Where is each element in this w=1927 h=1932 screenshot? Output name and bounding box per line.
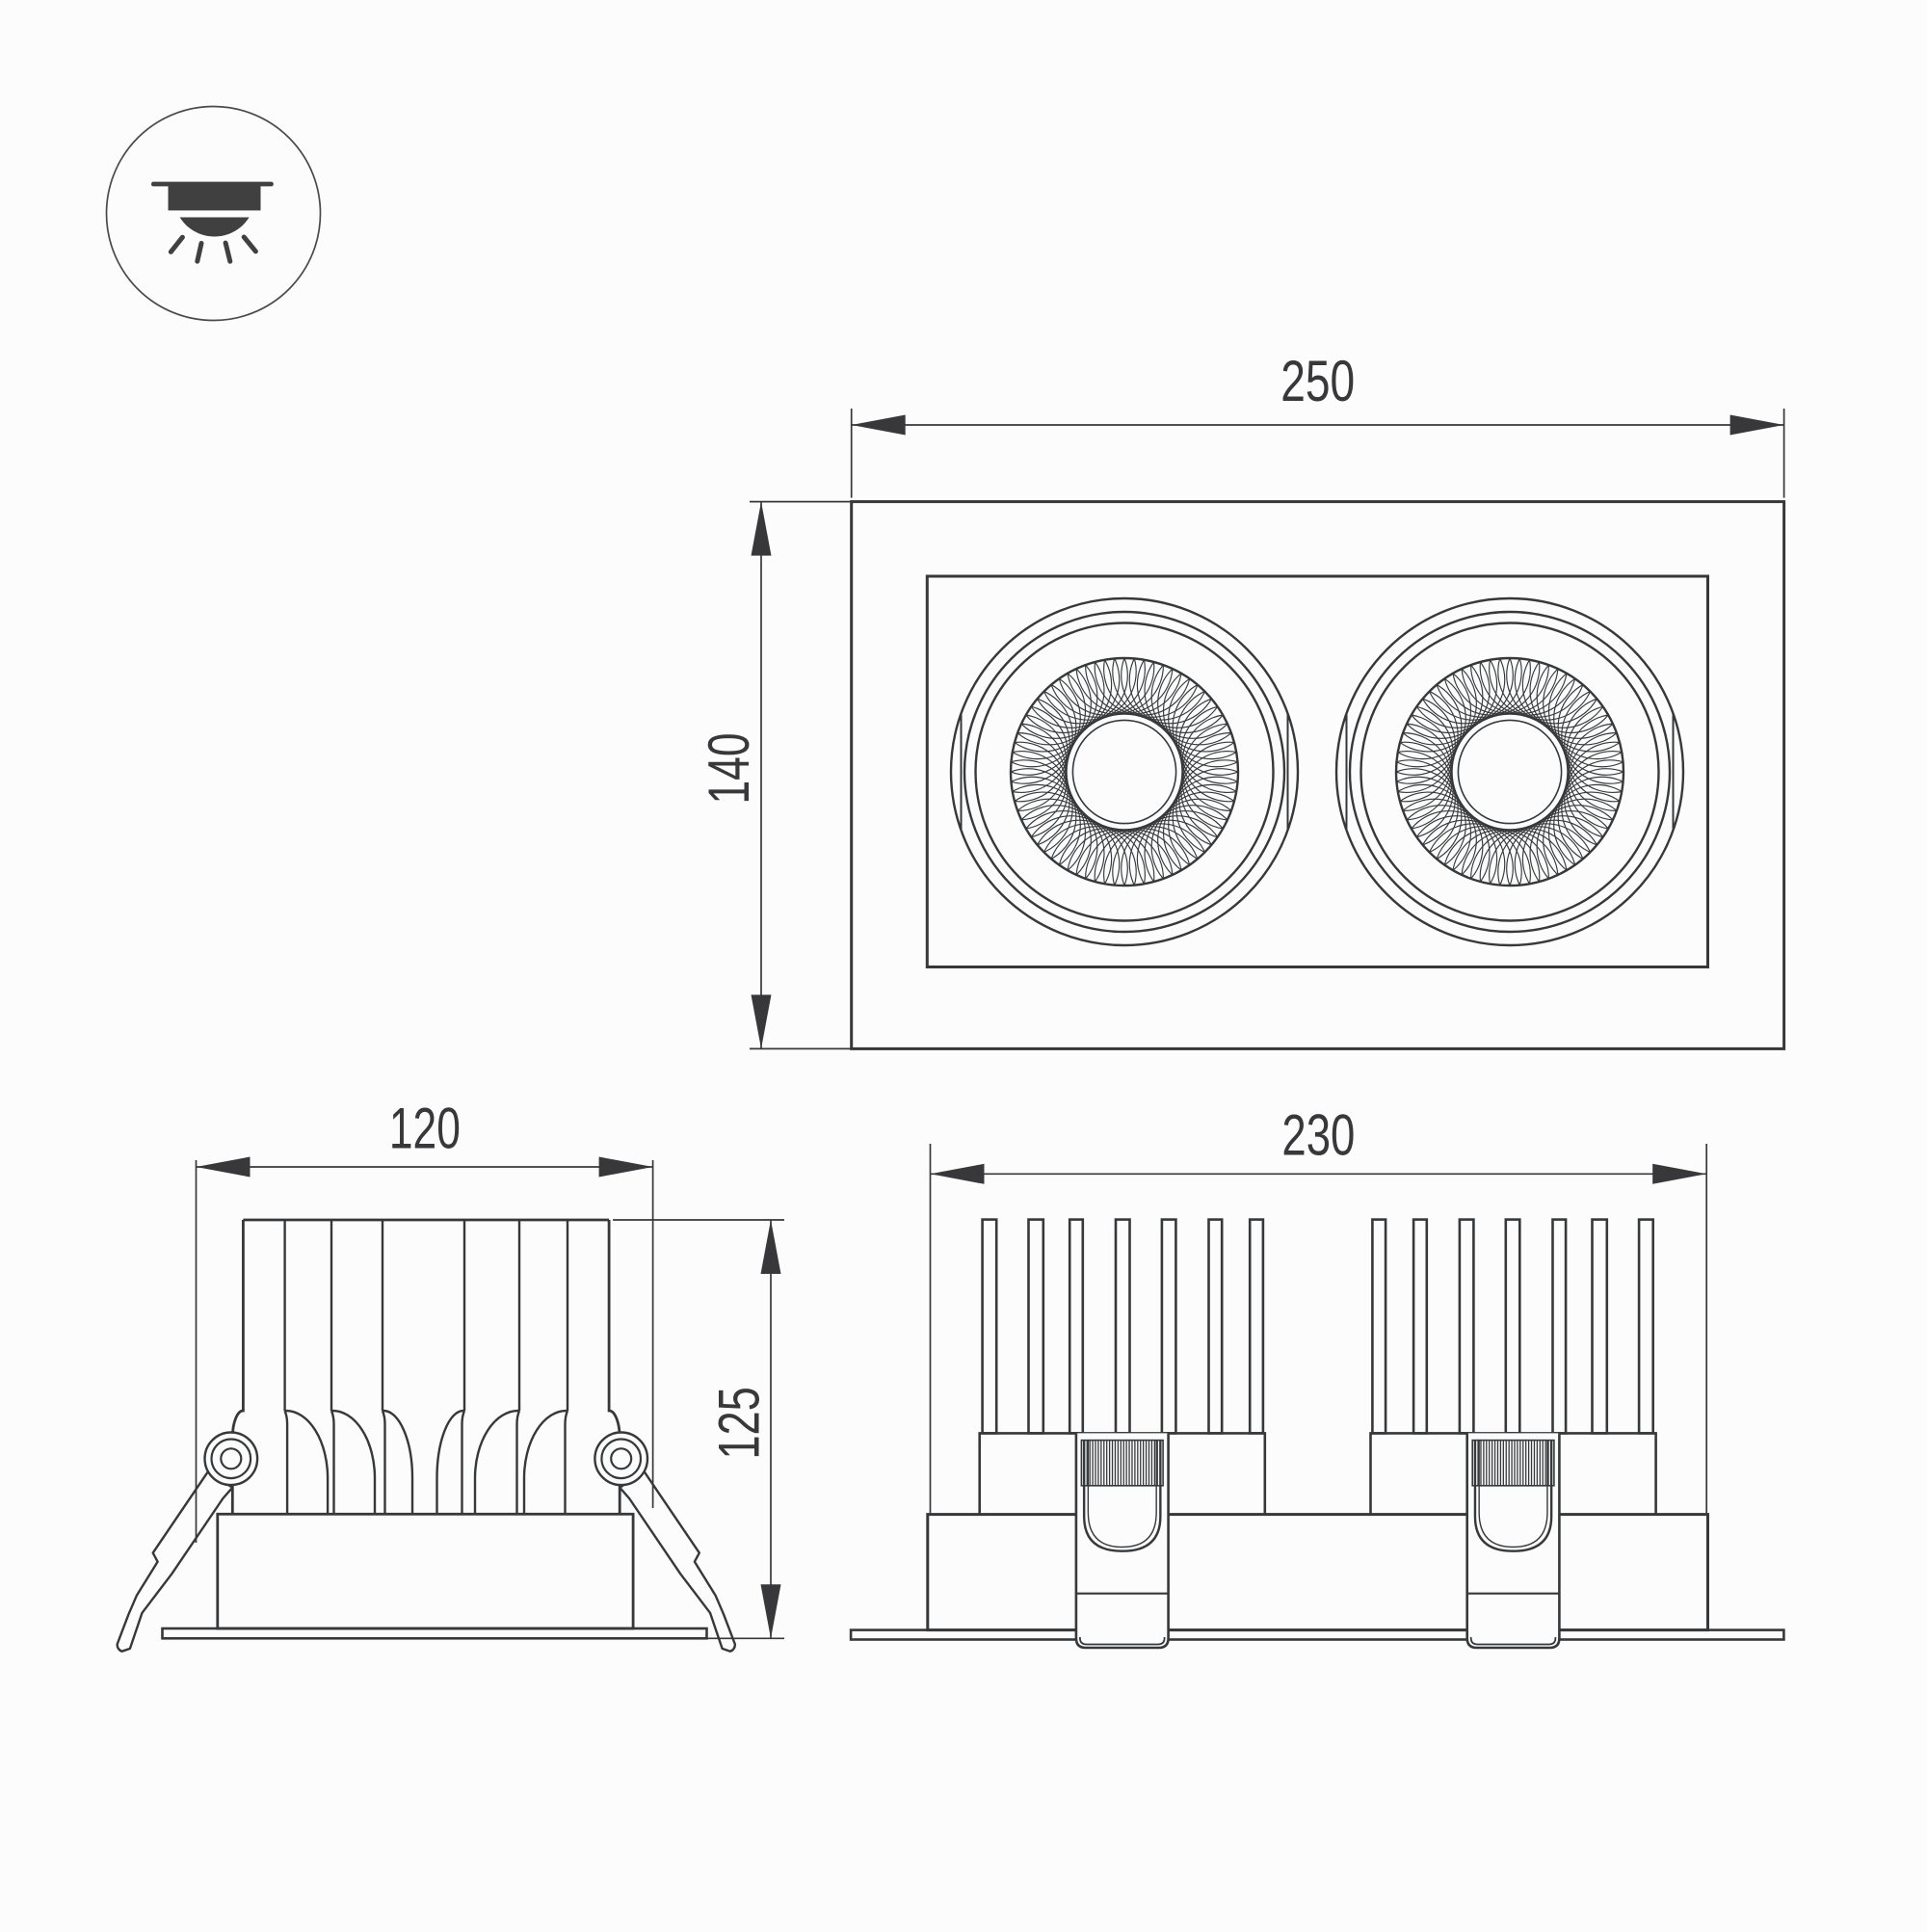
svg-text:125: 125 <box>706 1387 771 1460</box>
svg-text:120: 120 <box>389 1097 461 1161</box>
svg-text:250: 250 <box>1280 349 1355 413</box>
svg-text:140: 140 <box>697 733 761 805</box>
svg-text:230: 230 <box>1281 1102 1355 1167</box>
